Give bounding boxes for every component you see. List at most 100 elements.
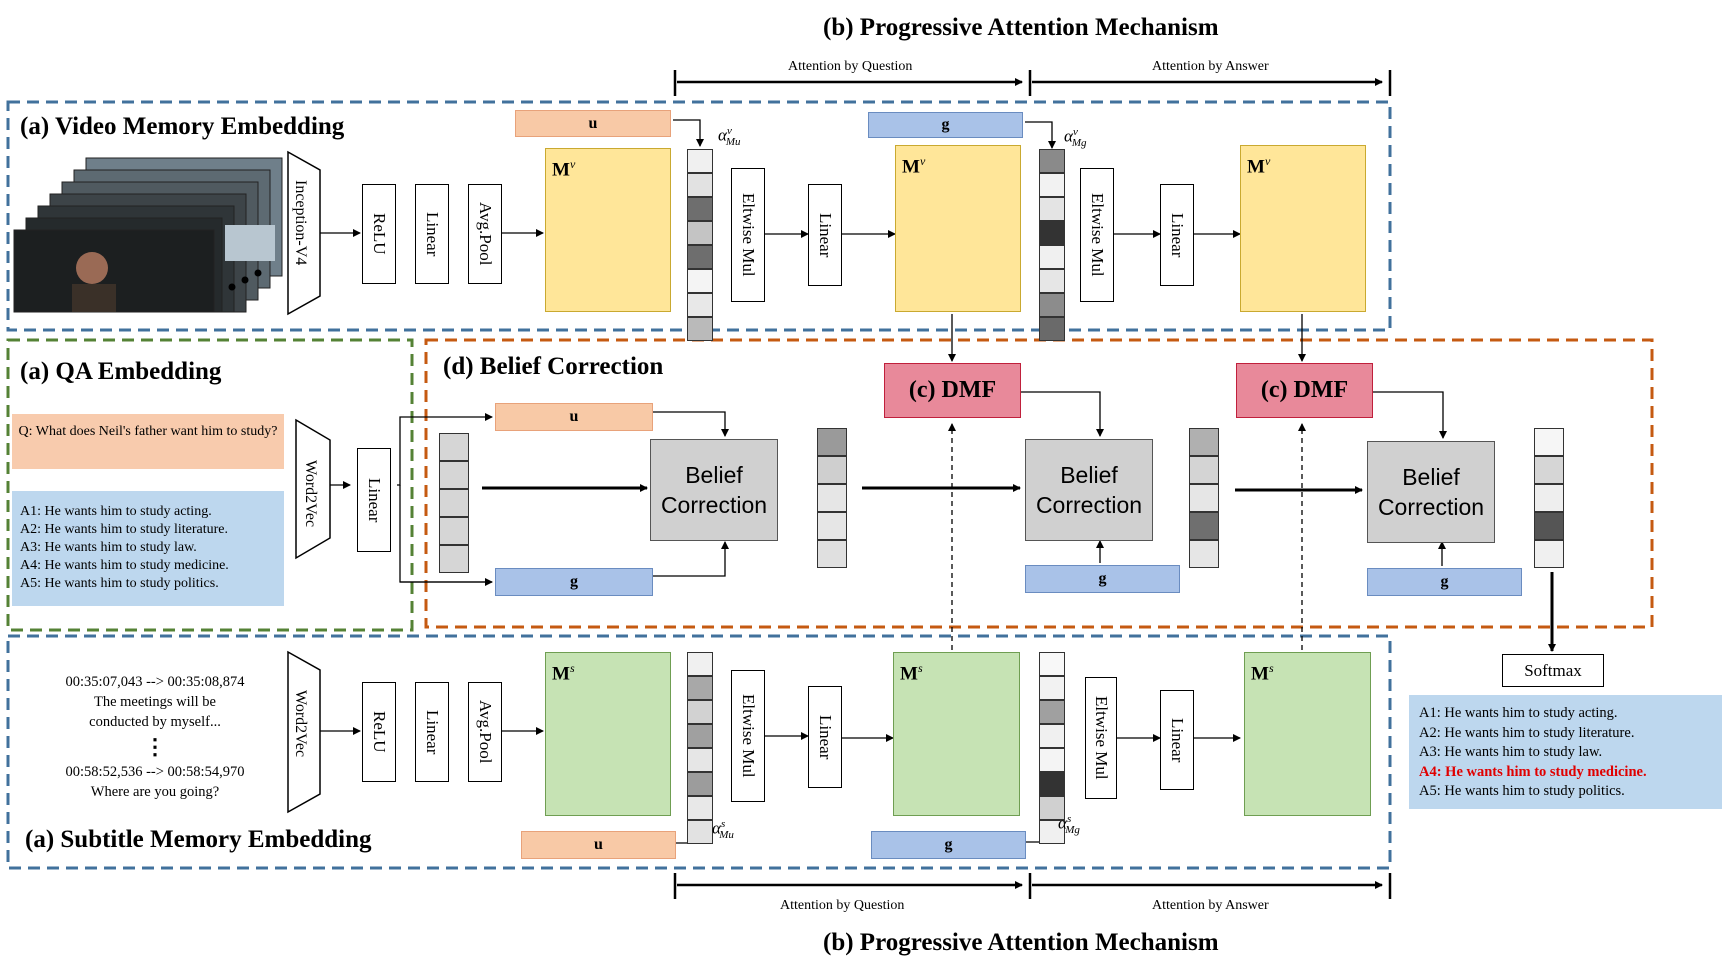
bottom-attention-bracket — [673, 873, 1392, 899]
result-answer-2: A2: He wants him to study literature. — [1419, 724, 1635, 741]
subtitle-memory-border — [6, 634, 1392, 870]
result-answer-3: A3: He wants him to study law. — [1419, 744, 1603, 760]
video-linear-box-3: Linear — [1160, 184, 1194, 286]
video-linear-box: Linear — [415, 184, 449, 284]
belief-correction-1-line2: Correction — [660, 492, 768, 518]
subtitle-time-1: 00:35:07,043 --> 00:35:08,874 — [65, 674, 245, 690]
video-eltwise-label-1: Eltwise Mul — [739, 193, 758, 277]
qa-linear-box: Linear — [357, 448, 391, 552]
subtitle-time-2: 00:58:52,536 --> 00:58:54,970 — [65, 764, 245, 780]
subtitle-memory-1: Ms — [545, 652, 671, 816]
video-memory-3: Mv — [1240, 145, 1366, 312]
video-eltwise-box-2: Eltwise Mul — [1080, 168, 1114, 302]
subtitle-memory-1-label: Ms — [552, 661, 575, 685]
subtitle-encoder-label: Word2Vec — [292, 690, 309, 758]
video-linear-label-2: Linear — [816, 212, 835, 258]
subtitle-alpha-g-stack — [1039, 652, 1065, 844]
video-memory-title: (a) Video Memory Embedding — [20, 113, 345, 140]
subtitle-linear-label-2: Linear — [816, 714, 835, 760]
dmf-box-2: (c) DMF — [1236, 363, 1373, 418]
belief-g-vector-3: g — [1367, 568, 1522, 596]
subtitle-relu-label: ReLU — [370, 711, 389, 753]
subtitle-avgpool-label: Avg.Pool — [476, 700, 495, 764]
top-attention-by-question-label: Attention by Question — [788, 59, 913, 74]
subtitle-line-1a: The meetings will be — [93, 694, 216, 710]
subtitle-line-2: Where are you going? — [90, 784, 220, 800]
result-answer-1: A1: He wants him to study acting. — [1419, 705, 1618, 721]
qa-answers-panel: A1: He wants him to study acting. A2: He… — [12, 491, 284, 606]
belief-correction-2-line1: Belief — [1060, 462, 1118, 488]
subtitle-memory-2-label: Ms — [900, 661, 923, 685]
subtitle-linear-label: Linear — [423, 709, 442, 755]
video-encoder-label: Inception-V4 — [292, 180, 309, 266]
subtitle-alpha-g-label: αsMg — [1058, 813, 1080, 837]
video-alpha-u-stack — [687, 149, 713, 341]
qa-embedding-border — [6, 338, 414, 632]
subtitle-eltwise-label-1: Eltwise Mul — [739, 694, 758, 778]
video-memory-1: Mv — [545, 148, 671, 312]
result-answer-4-correct: A4: He wants him to study medicine. — [1419, 763, 1647, 780]
top-attention-bracket — [673, 70, 1392, 96]
subtitle-to-dmf-arrows — [948, 423, 1306, 650]
subtitle-linear-label-3: Linear — [1168, 717, 1187, 763]
top-attention-by-answer-label: Attention by Answer — [1152, 59, 1269, 74]
video-linear-label-3: Linear — [1168, 212, 1187, 258]
subtitle-eltwise-label-2: Eltwise Mul — [1092, 696, 1111, 780]
belief-stack-3 — [1534, 428, 1564, 568]
bottom-attention-by-answer-label: Attention by Answer — [1152, 898, 1269, 913]
video-memory-1-label: Mv — [552, 157, 576, 181]
video-memory-3-label: Mv — [1247, 154, 1271, 178]
subtitle-alpha-u-stack — [687, 652, 713, 844]
video-relu-label: ReLU — [370, 213, 389, 255]
subtitle-memory-2: Ms — [893, 652, 1020, 816]
qa-answer-1: A1: He wants him to study acting. — [20, 504, 212, 519]
subtitle-memory-3-label: Ms — [1251, 661, 1274, 685]
belief-correction-1-line1: Belief — [685, 462, 743, 488]
qa-answer-2: A2: He wants him to study literature. — [20, 522, 229, 537]
belief-correction-3-line2: Correction — [1377, 494, 1485, 520]
belief-input-stack — [439, 433, 469, 573]
video-frames-image — [13, 157, 283, 313]
dmf-box-1: (c) DMF — [884, 363, 1021, 418]
video-g-vector: g — [868, 112, 1023, 138]
subtitle-u-vector: u — [521, 831, 676, 859]
belief-g-vector-2: g — [1025, 565, 1180, 593]
subtitle-alpha-u-label: αsMu — [712, 818, 734, 842]
video-linear-box-2: Linear — [808, 184, 842, 286]
video-alpha-u-label: αvMu — [718, 125, 741, 149]
subtitle-linear-box-3: Linear — [1160, 690, 1194, 790]
video-avgpool-box: Avg.Pool — [468, 184, 502, 284]
subtitle-ellipsis: ⋮ — [144, 734, 166, 759]
belief-correction-3-line1: Belief — [1402, 464, 1460, 490]
video-memory-2-label: Mv — [902, 154, 926, 178]
belief-correction-title: (d) Belief Correction — [443, 353, 664, 380]
subtitle-text-block: 00:35:07,043 --> 00:35:08,874 The meetin… — [40, 672, 270, 802]
video-avgpool-label: Avg.Pool — [476, 202, 495, 266]
subtitle-linear-box: Linear — [415, 682, 449, 782]
subtitle-memory-title: (a) Subtitle Memory Embedding — [25, 826, 372, 853]
video-eltwise-box-1: Eltwise Mul — [731, 168, 765, 302]
subtitle-encoder-shape — [287, 650, 321, 814]
video-u-vector: u — [515, 110, 671, 137]
subtitle-eltwise-box-1: Eltwise Mul — [731, 670, 765, 802]
video-encoder-shape — [287, 150, 321, 316]
belief-stack-1 — [817, 428, 847, 568]
belief-stack-2 — [1189, 428, 1219, 568]
qa-encoder-shape — [295, 418, 331, 560]
result-answer-5: A5: He wants him to study politics. — [1419, 783, 1625, 799]
bottom-attention-by-question-label: Attention by Question — [780, 898, 905, 913]
video-alpha-g-label: αvMg — [1064, 126, 1087, 150]
result-panel: A1: He wants him to study acting. A2: He… — [1409, 695, 1722, 809]
belief-correction-2-line2: Correction — [1035, 492, 1143, 518]
subtitle-linear-box-2: Linear — [808, 686, 842, 788]
subtitle-eltwise-box-2: Eltwise Mul — [1085, 677, 1117, 799]
video-eltwise-label-2: Eltwise Mul — [1088, 193, 1107, 277]
top-mechanism-title: (b) Progressive Attention Mechanism — [823, 14, 1219, 41]
subtitle-memory-3: Ms — [1244, 652, 1371, 816]
subtitle-g-vector: g — [871, 831, 1026, 859]
subtitle-line-1b: conducted by myself... — [89, 714, 221, 730]
qa-embedding-title: (a) QA Embedding — [20, 358, 222, 385]
